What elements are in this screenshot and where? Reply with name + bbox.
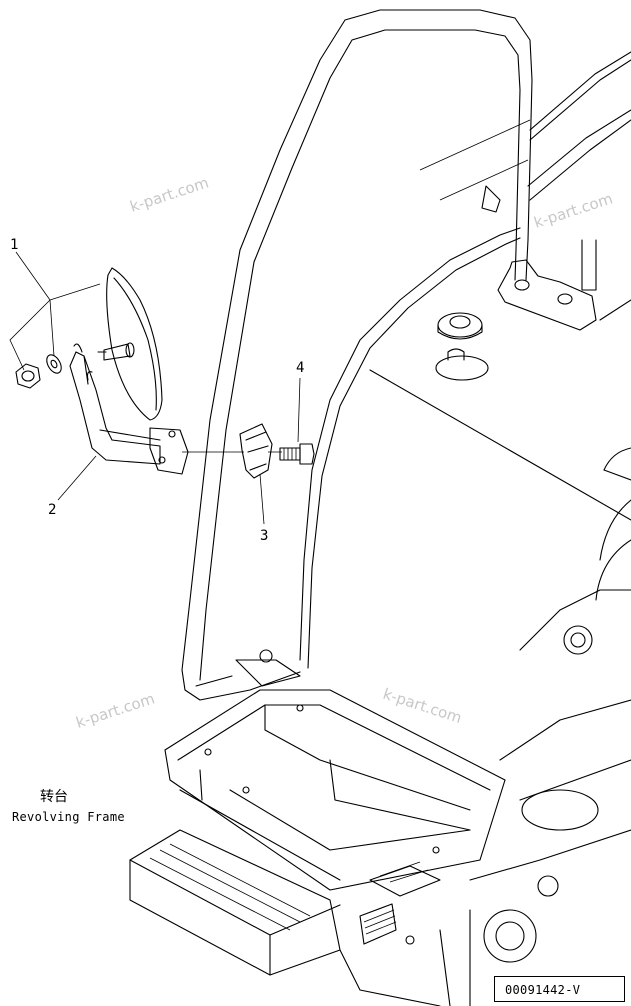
watermark: k-part.com (532, 189, 615, 231)
watermark: k-part.com (381, 685, 464, 727)
clamp-bracket (239, 423, 273, 479)
leader-lines (9, 251, 301, 525)
frame-label-chinese: 转台 (40, 789, 68, 805)
mirror-stay (69, 343, 189, 475)
drawing-code: 00091442-V (505, 983, 581, 997)
floor-tray (129, 649, 506, 1006)
drawing-code-box: 00091442-V (494, 976, 625, 1002)
nut-and-washer (15, 354, 62, 389)
frame-label-english: Revolving Frame (12, 810, 125, 824)
callout-3: 3 (260, 528, 268, 544)
callout-2: 2 (48, 502, 56, 518)
callout-4: 4 (296, 360, 304, 376)
mirror-assembly (97, 267, 163, 421)
watermark: k-part.com (128, 173, 211, 215)
cab-frame (181, 9, 631, 1006)
callout-1: 1 (10, 237, 18, 253)
watermark: k-part.com (74, 689, 157, 731)
mounting-bolt (279, 443, 315, 465)
